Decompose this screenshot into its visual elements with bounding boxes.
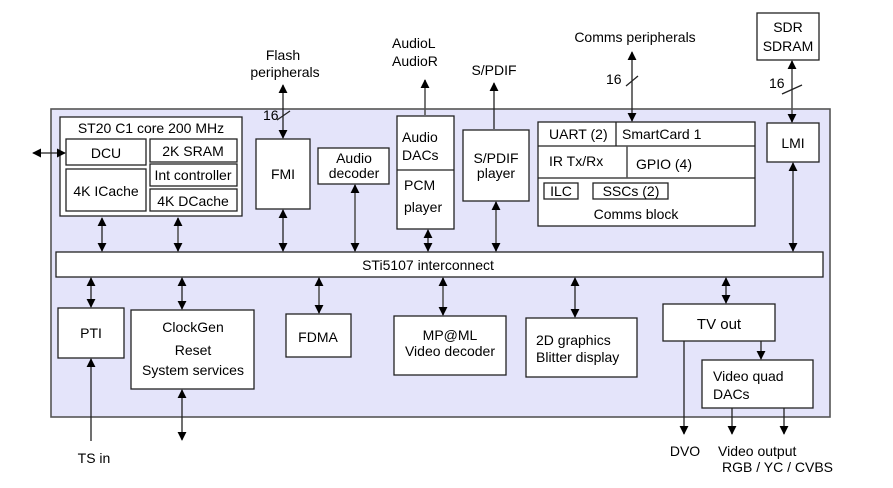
dcache-label: 4K DCache xyxy=(157,193,229,209)
pti-label: PTI xyxy=(80,325,102,341)
audio-decoder-block xyxy=(317,147,390,185)
comms-peripherals-label: Comms peripherals xyxy=(574,29,695,45)
video-dacs-label-2: DACs xyxy=(713,386,750,402)
ts-in-label: TS in xyxy=(78,450,111,466)
spdif-out-label: S/PDIF xyxy=(471,62,516,78)
int-controller-label: Int controller xyxy=(154,167,231,183)
comms-block: UART (2) SmartCard 1 IR Tx/Rx GPIO (4) I… xyxy=(537,121,756,227)
cpu-core-title: ST20 C1 core 200 MHz xyxy=(78,120,224,136)
gpio-label: GPIO (4) xyxy=(636,156,692,172)
ilc-block xyxy=(543,182,579,200)
clockgen-block xyxy=(130,309,255,390)
audio-dacs-pcm-block xyxy=(396,115,455,230)
lmi-block xyxy=(766,122,820,163)
dcu-block xyxy=(65,138,147,166)
sdram-block xyxy=(756,12,820,61)
graphics-label-2: Blitter display xyxy=(536,349,619,365)
flash-bus-width: 16 xyxy=(263,107,279,123)
pcm-player-label-2: player xyxy=(404,199,442,215)
dcache-block xyxy=(149,188,238,212)
spdif-player-block xyxy=(462,129,530,202)
icache-label: 4K ICache xyxy=(73,183,139,199)
interconnect-label: STi5107 interconnect xyxy=(362,257,494,273)
video-output-label-2: RGB / YC / CVBS xyxy=(722,459,833,475)
comms-bus-width: 16 xyxy=(606,71,622,87)
tv-out-label: TV out xyxy=(697,316,742,333)
dvo-label: DVO xyxy=(670,443,700,459)
spdif-player-label-2: player xyxy=(477,165,515,181)
clockgen-label-1: ClockGen xyxy=(162,319,223,335)
cpu-cluster: ST20 C1 core 200 MHz DCU 2K SRAM 4K ICac… xyxy=(59,116,243,217)
graphics-block xyxy=(525,317,638,378)
ilc-label: ILC xyxy=(550,183,572,199)
graphics-label-1: 2D graphics xyxy=(536,332,611,348)
flash-bus-slash xyxy=(276,110,291,121)
audio-decoder-label-1: Audio xyxy=(336,150,372,166)
icache-block xyxy=(65,168,147,212)
flash-label-1: Flash xyxy=(266,47,300,63)
ir-label: IR Tx/Rx xyxy=(549,153,603,169)
lmi-label: LMI xyxy=(781,135,804,151)
audio-decoder-label-2: decoder xyxy=(329,165,380,181)
sdram-bus-slash xyxy=(781,84,803,95)
video-decoder-block xyxy=(393,315,507,376)
audio-dacs-label-1: Audio xyxy=(402,129,438,145)
video-output-label-1: Video output xyxy=(718,443,796,459)
interconnect-bar xyxy=(55,251,824,278)
sram-label: 2K SRAM xyxy=(162,143,223,159)
smartcard-label: SmartCard 1 xyxy=(622,126,702,142)
sdram-bus-width: 16 xyxy=(769,75,785,91)
tv-out-block xyxy=(662,303,776,342)
video-decoder-label-2: Video decoder xyxy=(405,343,495,359)
video-decoder-label-1: MP@ML xyxy=(423,327,478,343)
flash-label-2: peripherals xyxy=(250,64,319,80)
audio-dacs-label-2: DACs xyxy=(402,147,439,163)
sram-block xyxy=(149,138,238,163)
clockgen-label-3: System services xyxy=(142,362,244,378)
pti-block xyxy=(57,307,125,359)
sscs-label: SSCs (2) xyxy=(603,183,660,199)
fmi-block xyxy=(255,138,311,210)
spdif-player-label-1: S/PDIF xyxy=(473,150,518,166)
sscs-block xyxy=(592,182,669,200)
fdma-block xyxy=(285,313,352,358)
comms-block-title: Comms block xyxy=(594,206,680,222)
fmi-label: FMI xyxy=(271,166,295,182)
comms-block-box xyxy=(537,121,756,227)
int-controller-block xyxy=(149,163,238,187)
sdram-label-1: SDR xyxy=(773,19,803,35)
video-dacs-block xyxy=(701,359,814,409)
fdma-label: FDMA xyxy=(298,329,338,345)
uart-label: UART (2) xyxy=(549,126,608,142)
audio-out-label-2: AudioR xyxy=(392,53,438,69)
video-dacs-label-1: Video quad xyxy=(713,368,784,384)
sdram-label-2: SDRAM xyxy=(763,38,814,54)
pcm-player-label-1: PCM xyxy=(404,177,435,193)
dcu-label: DCU xyxy=(91,145,121,161)
audio-out-label-1: AudioL xyxy=(392,35,436,51)
clockgen-label-2: Reset xyxy=(175,342,212,358)
comms-bus-slash xyxy=(625,75,639,87)
